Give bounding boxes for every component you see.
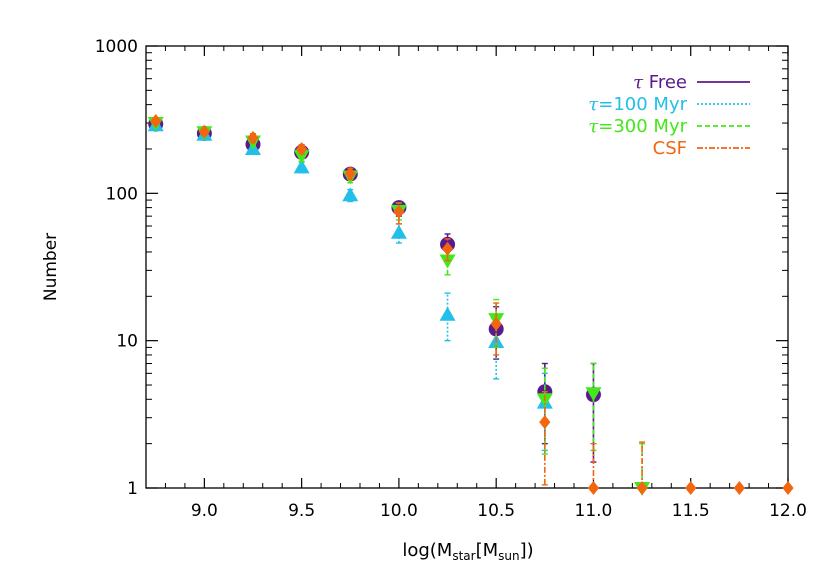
series-group (147, 117, 651, 496)
legend-text: Free (643, 72, 687, 93)
data-point (247, 130, 259, 145)
data-point (296, 141, 308, 156)
x-tick-label: 10.0 (380, 501, 418, 521)
legend-text: =100 Myr (598, 94, 687, 115)
legend-label: τ Free (633, 72, 687, 93)
x-tick-label: 10.5 (477, 501, 515, 521)
x-tick-label: 11.5 (672, 501, 710, 521)
x-axis-label-part1: log(M (402, 540, 452, 561)
y-tick-label: 10 (116, 332, 138, 352)
data-point (539, 415, 551, 430)
axis-ticks: 9.0 9.5 10.0 10.5 11.0 11.5 12.0 1 10 100 1000 (95, 37, 807, 521)
x-axis-label-part2: [M (476, 540, 499, 561)
data-point (198, 124, 210, 139)
legend-text: =300 Myr (598, 116, 687, 137)
data-point (393, 204, 405, 219)
data-point (685, 481, 697, 495)
data-point (439, 306, 456, 321)
x-axis-label-sub1: star (452, 549, 475, 563)
x-axis-label-sub2: sun (498, 549, 519, 563)
x-tick-label: 9.5 (288, 501, 315, 521)
data-point (733, 481, 745, 495)
legend-tau-symbol: τ (588, 94, 599, 115)
x-tick-label: 9.0 (191, 501, 218, 521)
y-axis-label: Number (41, 233, 61, 301)
y-tick-label: 100 (106, 184, 138, 204)
data-point (585, 387, 602, 402)
data-point (150, 113, 162, 128)
y-tick-label: 1 (127, 479, 138, 499)
data-point (439, 254, 456, 269)
data-point (293, 149, 310, 164)
series-group (150, 113, 794, 495)
legend-tau-symbol: τ (588, 116, 599, 137)
legend-text: CSF (653, 138, 687, 159)
data-point (441, 241, 454, 256)
legend-label: CSF (653, 138, 687, 159)
legend-label: τ=300 Myr (588, 116, 687, 137)
data-point (293, 159, 310, 174)
data-point (390, 224, 407, 239)
series-group (148, 116, 601, 463)
legend-label: τ=100 Myr (588, 94, 687, 115)
x-axis-label-part3: ]) (520, 540, 534, 561)
legend-tau-symbol: τ (633, 72, 644, 93)
data-point (342, 187, 359, 202)
data-point (490, 316, 502, 331)
plot-frame (145, 45, 789, 489)
y-tick-label: 1000 (95, 37, 138, 57)
x-axis-label: log(Mstar[Msun]) (402, 540, 533, 563)
x-tick-label: 12.0 (769, 501, 807, 521)
data-point (587, 481, 600, 495)
data-point (344, 166, 356, 181)
x-tick-label: 11.0 (575, 501, 613, 521)
data-marks (147, 113, 794, 496)
data-point (636, 481, 648, 495)
data-point (782, 481, 794, 495)
